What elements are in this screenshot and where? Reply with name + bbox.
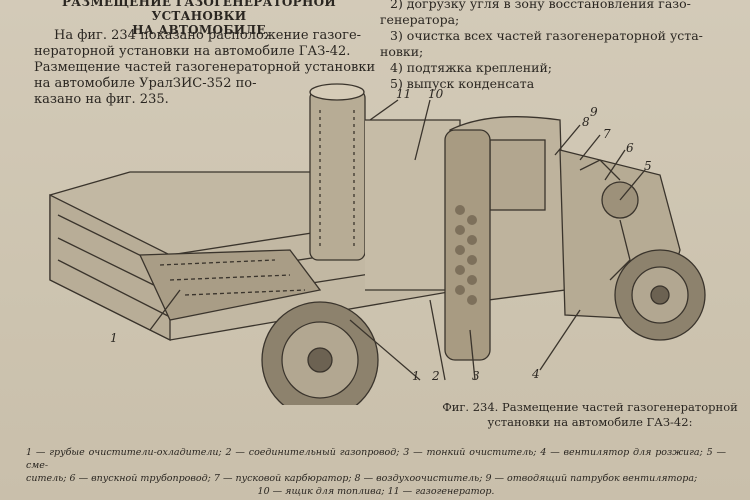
front-wheel-shape	[614, 249, 706, 341]
paragraph-line-3: Размещение частей газогенераторной устан…	[34, 60, 376, 75]
caption-line-1: Фиг. 234. Размещение частей газогенерато…	[442, 400, 738, 414]
callout-5: 5	[644, 159, 652, 173]
figure-caption: Фиг. 234. Размещение частей газогенерато…	[440, 400, 740, 430]
legend-line-2: ситель; 6 — впускной трубопровод; 7 — пу…	[26, 473, 698, 484]
maintenance-list: 2) догрузку угля в зону восстановления г…	[380, 0, 720, 92]
callout-4: 4	[531, 367, 540, 381]
heading-line-2: НА АВТОМОБИЛЕ	[132, 23, 266, 37]
paragraph-line-4: на автомобиле УралЗИС-352 по-	[34, 76, 257, 91]
callout-1: 1	[110, 331, 118, 345]
callout-8: 8	[582, 115, 590, 129]
paragraph-line-5: казано на фиг. 235.	[34, 92, 169, 107]
paragraph-line-2: нераторной установки на автомобиле ГАЗ-4…	[34, 44, 351, 59]
caption-line-2: установки на автомобиле ГАЗ-42:	[487, 415, 693, 429]
callout-6: 6	[626, 141, 634, 155]
paragraph-line-1: На фиг. 234 показано расположение газоге…	[54, 28, 362, 43]
section-heading: РАЗМЕЩЕНИЕ ГАЗОГЕНЕРАТОРНОЙ УСТАНОВКИ НА…	[34, 0, 364, 37]
callout-11: 11	[396, 87, 411, 101]
callout-7: 7	[603, 127, 611, 141]
gas-generator-shape	[309, 89, 366, 261]
fine-cleaner-shape	[444, 129, 491, 361]
legend-line-3: 10 — ящик для топлива; 11 — газогенерато…	[257, 486, 495, 497]
figure-legend: 1 — грубые очистители-охладители; 2 — со…	[26, 446, 726, 498]
list-item-4: 4) подтяжка креплений;	[390, 60, 552, 75]
callout-3: 3	[472, 369, 480, 383]
list-item-3-cont: новки;	[380, 44, 424, 59]
list-item-2: 2) догрузку угля в зону восстановления г…	[390, 0, 691, 11]
truck-illustration: 1 1 2 3 4 5 6 7 8 9 10 11	[49, 83, 706, 405]
heading-line-1: РАЗМЕЩЕНИЕ ГАЗОГЕНЕРАТОРНОЙ УСТАНОВКИ	[61, 0, 337, 23]
callout-9: 9	[590, 105, 598, 119]
legend-line-1: 1 — грубые очистители-охладители; 2 — со…	[26, 447, 726, 471]
list-item-3: 3) очистка всех частей газогенераторной …	[390, 28, 703, 43]
list-item-2-cont: генератора;	[380, 12, 460, 27]
list-item-5: 5) выпуск конденсата	[390, 76, 535, 91]
callout-1b: 1	[412, 369, 420, 383]
intro-paragraph: На фиг. 234 показано расположение газоге…	[34, 28, 379, 108]
rear-wheel-shape	[261, 301, 379, 405]
callout-10: 10	[428, 87, 444, 101]
callout-2: 2	[431, 369, 440, 383]
cooler-unit-shape	[138, 249, 322, 321]
